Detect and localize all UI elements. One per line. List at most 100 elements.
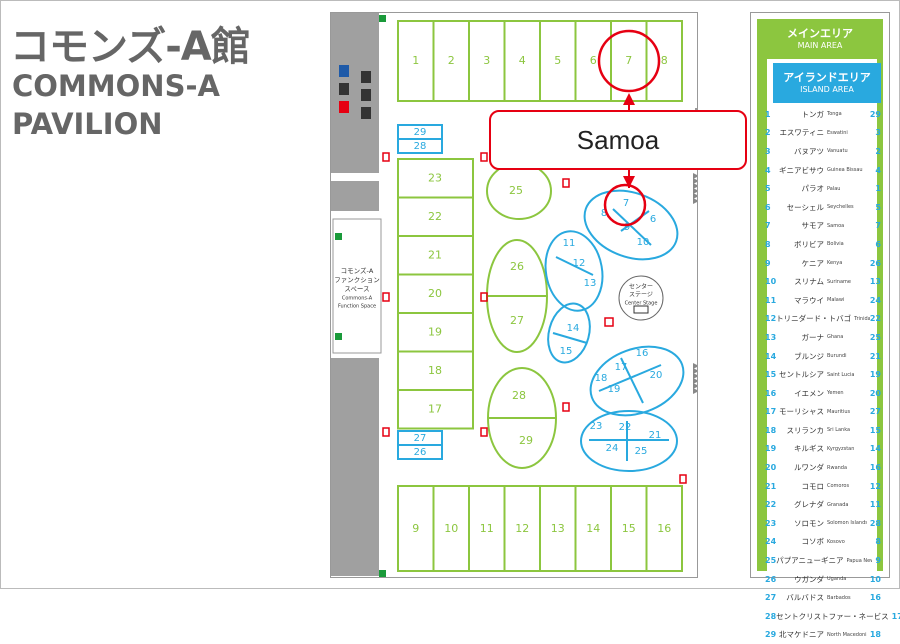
legend-country-jp: バヌアツ (794, 146, 824, 156)
legend-country-jp: エスワティニ (779, 128, 824, 138)
legend-main-area-header: メインエリア MAIN AREA (757, 19, 883, 59)
booth-bottom-9: 9 (412, 522, 419, 535)
legend-country-jp: キルギス (794, 444, 824, 454)
samoa-callout: Samoa (489, 110, 747, 170)
booth-bottom-16: 16 (657, 522, 671, 535)
fire-extinguisher-icon (382, 292, 390, 302)
center-stage-jp1: センター (629, 283, 653, 291)
island-booth-15: 15 (560, 346, 573, 357)
legend-country-en: Guinea Bissau (827, 167, 863, 174)
legend-country-jp: セントルシア (779, 370, 824, 380)
legend-country-jp: ルワンダ (794, 463, 824, 473)
legend-country-jp: グレナダ (794, 500, 824, 510)
legend-island-number: 27 (765, 593, 777, 603)
stage-icon (633, 305, 649, 314)
booth-top-8: 8 (661, 54, 668, 67)
legend-country-jp: トリニダード・トバゴ (776, 314, 852, 324)
legend-country-en: Mauritius (827, 408, 851, 415)
island-booth-11: 11 (563, 238, 576, 249)
entrance-arrow-icon (693, 388, 697, 394)
legend-country-jp: パプアニューギニア (776, 556, 844, 566)
legend-booth-number: 14 (869, 444, 881, 454)
family-restroom-icon (361, 89, 371, 101)
baby-changing-icon (361, 71, 371, 83)
island-divider (552, 332, 588, 344)
function-space-jp2: ファンクション (334, 276, 380, 284)
island-divider (555, 256, 594, 276)
island-booth-14: 14 (567, 323, 580, 334)
legend-main-area-en: MAIN AREA (797, 41, 843, 50)
legend-booth-number: 6 (875, 239, 881, 249)
legend-island-number: 13 (765, 332, 777, 342)
legend-country-jp: マラウイ (794, 295, 824, 305)
island-booth-13: 13 (584, 278, 597, 289)
booth-blue-29: 29 (414, 127, 427, 138)
legend-country-en: Samoa (827, 222, 845, 229)
island-group-2 (547, 302, 591, 364)
legend-island-area-en: ISLAND AREA (800, 85, 854, 94)
legend-country-jp: セーシェル (786, 202, 824, 212)
booth-center-28: 28 (512, 389, 526, 402)
legend-island-number: 1 (765, 109, 771, 119)
legend-green-bar-right (877, 59, 883, 571)
legend-country-en: Seychelles (827, 204, 854, 211)
booth-bottom-14: 14 (586, 522, 600, 535)
booth-bottom-10: 10 (444, 522, 458, 535)
emergency-exit-icon (379, 570, 386, 577)
island-booth-10: 10 (637, 237, 650, 248)
legend-country-en: Burundi (827, 353, 847, 360)
island-booth-6: 6 (650, 214, 656, 225)
function-space-en1: Commons-A (342, 296, 373, 302)
legend-country-jp: トンガ (801, 109, 825, 119)
booth-center-29: 29 (519, 434, 533, 447)
legend-country-en: Sri Lanka (827, 427, 851, 434)
legend-island-number: 5 (765, 184, 771, 194)
fire-extinguisher-icon (562, 178, 570, 188)
island-booth-20: 20 (650, 370, 663, 381)
entrance-arrow-icon (693, 183, 697, 189)
island-booth-19: 19 (608, 384, 621, 395)
pavilion-title-en-line1: COMMONS-A (12, 69, 220, 103)
small-blue-booth (397, 444, 443, 460)
legend-booth-number: 10 (869, 574, 881, 584)
legend-country-jp: ガーナ (801, 332, 825, 342)
legend-country-en: Rwanda (827, 464, 848, 471)
legend-country-en: Kyrgyzstan (827, 445, 855, 452)
fire-extinguisher-icon (480, 292, 488, 302)
island-booth-21: 21 (649, 430, 662, 441)
emergency-exit-icon (335, 233, 342, 240)
callout-arrow-down-icon (623, 176, 635, 188)
booth-bottom-11: 11 (480, 522, 494, 535)
legend-island-number: 17 (765, 407, 777, 417)
legend-booth-number: 17 (891, 611, 900, 621)
restroom-male-icon (339, 65, 349, 77)
legend-island-number: 29 (765, 630, 777, 640)
legend-country-en: Kenya (827, 260, 843, 267)
legend-booth-number: 26 (869, 258, 881, 268)
function-space-en2: Function Space (338, 304, 376, 310)
booth-left-22: 22 (428, 210, 442, 223)
legend-booth-number: 21 (869, 351, 881, 361)
booth-top-7: 7 (625, 54, 632, 67)
center-stage-en: Center Stage (625, 301, 658, 307)
booth-top-5: 5 (554, 54, 561, 67)
legend-booth-number: 27 (869, 407, 881, 417)
function-space (332, 218, 382, 354)
entrance-arrow-icon (693, 198, 697, 204)
island-booth-7: 7 (623, 198, 629, 209)
legend-booth-number: 7 (875, 221, 881, 231)
center-stage-jp2: ステージ (629, 292, 653, 299)
